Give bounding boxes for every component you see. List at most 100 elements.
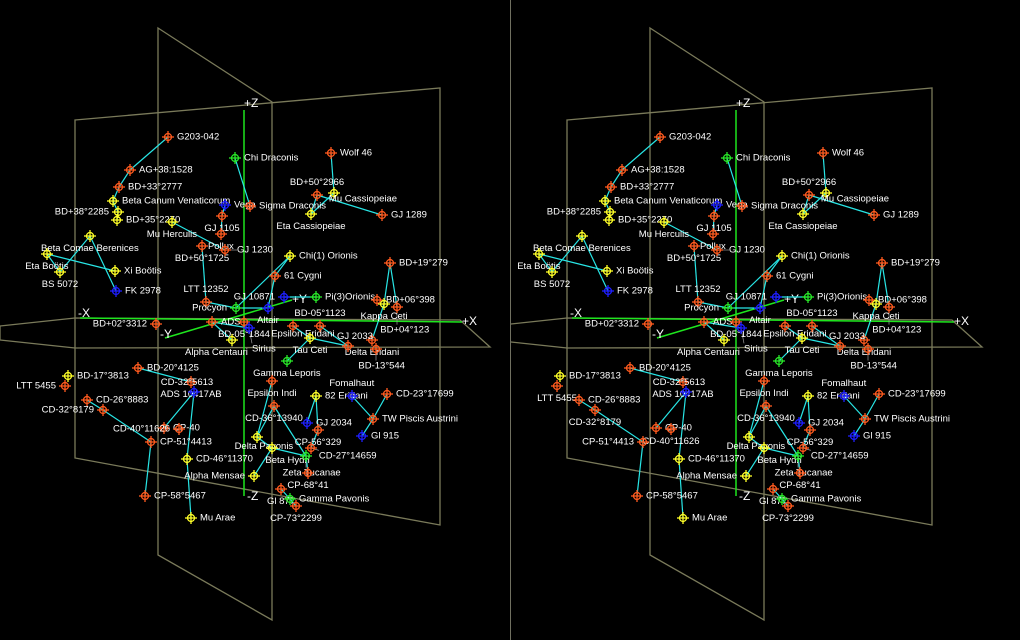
star-marker[interactable]: Mu Herculis bbox=[147, 216, 197, 240]
star-marker[interactable]: Mu Arae bbox=[677, 512, 727, 524]
star-marker[interactable]: CD-27°14659 bbox=[305, 442, 377, 461]
star-marker[interactable]: FK 2978 bbox=[602, 285, 653, 297]
star-marker[interactable]: ADS bbox=[698, 316, 733, 328]
star-marker[interactable]: 61 Cygni bbox=[269, 270, 322, 282]
star-marker[interactable]: Gl 877 bbox=[759, 483, 787, 507]
star-marker[interactable]: Pi(3)Orionis bbox=[802, 291, 867, 303]
star-marker[interactable]: BS 5072 bbox=[534, 266, 570, 290]
star-marker[interactable]: Chi(1) Orionis bbox=[776, 250, 850, 262]
star-marker[interactable]: Wolf 46 bbox=[817, 147, 864, 159]
star-marker[interactable]: Altair bbox=[749, 302, 771, 326]
star-marker[interactable]: Chi Draconis bbox=[721, 152, 791, 164]
right-starfield[interactable]: +Z-Z+X-X+Y-YG203-042AG+38:1528BD+33°2777… bbox=[511, 0, 1020, 640]
star-marker[interactable]: Delta Pavonis bbox=[727, 431, 786, 452]
star-marker[interactable]: Sigma Draconis bbox=[736, 200, 818, 212]
star-marker[interactable]: Fomalhaut bbox=[821, 378, 867, 402]
star-marker[interactable]: Gl 915 bbox=[848, 430, 891, 442]
star-marker[interactable]: CD-27°14659 bbox=[797, 442, 869, 461]
star-marker[interactable]: G203-042 bbox=[162, 131, 219, 143]
star-marker[interactable]: AG+38:1528 bbox=[124, 164, 193, 176]
star-marker[interactable]: Gl 877 bbox=[267, 483, 295, 507]
star-marker[interactable]: CP-68°41 bbox=[779, 467, 821, 491]
star-marker[interactable]: BD+35°2270 bbox=[111, 214, 180, 226]
star-marker[interactable]: BD+38°2285 bbox=[55, 206, 124, 218]
star-marker[interactable]: Beta Canum Venaticorum bbox=[599, 195, 722, 207]
star-marker[interactable]: GJ 10871 bbox=[726, 291, 782, 303]
star-marker[interactable]: BD-05°1123 bbox=[294, 308, 346, 332]
star-marker[interactable]: Epsilon Eridani bbox=[763, 320, 827, 339]
star-marker[interactable]: Wolf 46 bbox=[325, 147, 372, 159]
star-marker[interactable]: Sirius bbox=[735, 322, 768, 354]
star-marker[interactable]: CD-36°13940 bbox=[245, 400, 303, 424]
star-marker[interactable]: TW Piscis Austrini bbox=[859, 413, 950, 425]
star-marker[interactable]: Beta Comae Berenices bbox=[533, 230, 631, 254]
star-marker[interactable]: BD-05°1844 bbox=[710, 316, 762, 340]
star-marker[interactable]: Fomalhaut bbox=[329, 378, 375, 402]
star-marker[interactable]: CP-40 bbox=[158, 422, 200, 434]
star-marker[interactable]: 82 Eridani bbox=[310, 390, 368, 402]
star-marker[interactable]: GJ 2034 bbox=[793, 417, 844, 429]
star-marker[interactable]: TW Piscis Austrini bbox=[367, 413, 458, 425]
star-marker[interactable]: BD+33°2777 bbox=[605, 181, 674, 193]
star-marker[interactable]: Beta Canum Venaticorum bbox=[107, 195, 230, 207]
star-marker[interactable]: Mu Cassiopeiae bbox=[820, 187, 889, 205]
star-marker[interactable]: CD-46°11370 bbox=[181, 453, 253, 465]
star-marker[interactable]: Sirius bbox=[243, 322, 276, 354]
star-marker[interactable]: Gamma Leporis bbox=[253, 355, 321, 379]
star-marker[interactable]: BD+50°1725 bbox=[175, 240, 229, 264]
star-marker[interactable]: BD+50°2966 bbox=[782, 177, 836, 201]
star-marker[interactable]: Beta Hydri bbox=[265, 442, 310, 466]
star-marker[interactable]: FK 2978 bbox=[110, 285, 161, 297]
star-marker[interactable]: CD-46°11370 bbox=[673, 453, 745, 465]
star-marker[interactable]: LTT 12352 bbox=[675, 284, 721, 308]
star-marker[interactable]: Alpha Centauri bbox=[677, 334, 740, 358]
star-marker[interactable]: Beta Comae Berenices bbox=[41, 230, 139, 254]
star-marker[interactable]: Alpha Centauri bbox=[185, 334, 248, 358]
star-marker[interactable]: Vega bbox=[219, 199, 256, 211]
star-marker[interactable]: CP-56°329 bbox=[295, 424, 342, 448]
star-marker[interactable]: BD+50°2966 bbox=[290, 177, 344, 201]
star-marker[interactable]: G203-042 bbox=[654, 131, 711, 143]
star-marker[interactable]: Epsilon Eridani bbox=[271, 320, 335, 339]
star-marker[interactable]: Eta Boötis bbox=[517, 248, 561, 272]
star-marker[interactable]: Xi Boötis bbox=[109, 265, 162, 277]
star-marker[interactable]: BD+02°3312 bbox=[585, 318, 654, 330]
star-marker[interactable]: LTT 5455 bbox=[16, 380, 71, 392]
star-marker[interactable]: LTT 5455 bbox=[537, 380, 577, 404]
star-marker[interactable]: GJ 2034 bbox=[301, 417, 352, 429]
star-marker[interactable]: Mu Arae bbox=[185, 512, 235, 524]
star-marker[interactable]: BD+33°2777 bbox=[113, 181, 182, 193]
star-marker[interactable]: Kappa Ceti bbox=[852, 298, 900, 322]
star-marker[interactable]: CD-23°17699 bbox=[873, 388, 946, 400]
star-marker[interactable]: Epsilon Indi bbox=[739, 375, 789, 399]
star-marker[interactable]: Vega bbox=[711, 199, 748, 211]
star-marker[interactable]: 61 Cygni bbox=[761, 270, 814, 282]
star-marker[interactable]: Alpha Mensae bbox=[676, 470, 752, 482]
star-marker[interactable]: 82 Eridani bbox=[802, 390, 860, 402]
star-marker[interactable]: BD-05°1123 bbox=[786, 308, 838, 332]
star-marker[interactable]: CP-58°5467 bbox=[139, 490, 206, 502]
star-marker[interactable]: GJ 10871 bbox=[234, 291, 290, 303]
left-starfield[interactable]: +Z-Z+X-X+Y-YG203-042AG+38:1528BD+33°2777… bbox=[0, 0, 510, 640]
star-marker[interactable]: GJ 1289 bbox=[376, 209, 427, 221]
star-marker[interactable]: Delta Eridani bbox=[837, 334, 891, 358]
star-marker[interactable]: Chi Draconis bbox=[229, 152, 299, 164]
star-marker[interactable]: Pi(3)Orionis bbox=[310, 291, 375, 303]
star-marker[interactable]: Alpha Mensae bbox=[184, 470, 260, 482]
star-marker[interactable]: CP-40 bbox=[650, 422, 692, 434]
star-marker[interactable]: Eta Cassiopeiae bbox=[276, 208, 346, 232]
star-marker[interactable]: CP-73°2299 bbox=[270, 500, 322, 524]
star-marker[interactable]: CP-56°329 bbox=[787, 424, 834, 448]
star-marker[interactable]: Tau Ceti bbox=[785, 332, 820, 356]
star-marker[interactable]: GJ 2033 bbox=[829, 331, 865, 352]
star-marker[interactable]: CD-32°5613 bbox=[161, 377, 213, 398]
star-marker[interactable]: Gl 915 bbox=[356, 430, 399, 442]
star-marker[interactable]: CD-26°8883 bbox=[573, 394, 640, 406]
star-marker[interactable]: GJ 2033 bbox=[337, 331, 373, 352]
star-marker[interactable]: BD+19°279 bbox=[384, 257, 448, 269]
star-marker[interactable]: Epsilon Indi bbox=[247, 375, 297, 399]
star-marker[interactable]: BD+06°398 bbox=[371, 294, 435, 306]
star-marker[interactable]: Tau Ceti bbox=[293, 332, 328, 356]
star-marker[interactable]: Mu Herculis bbox=[639, 216, 689, 240]
